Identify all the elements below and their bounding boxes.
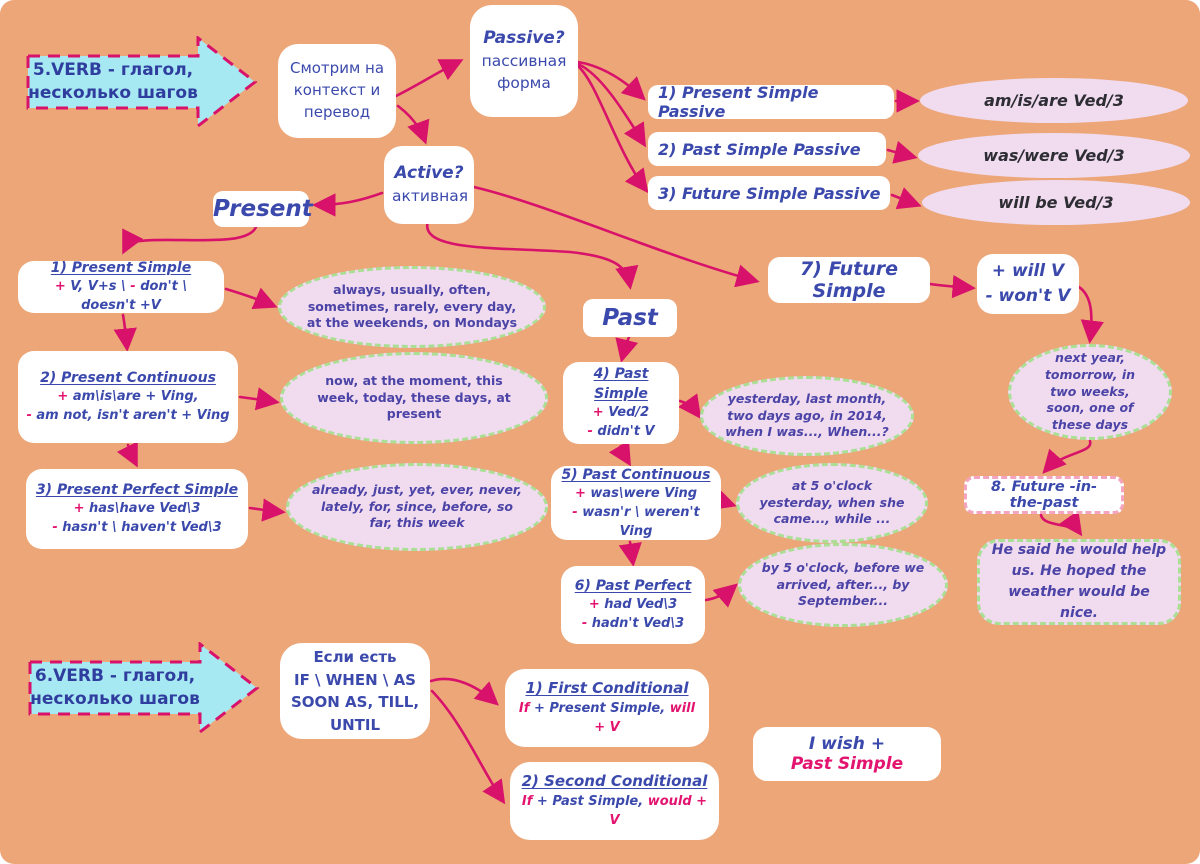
arrow-past-to-past-simple <box>615 335 639 363</box>
arrow-present-simple-to-hint <box>224 287 278 310</box>
arrow-continuous-to-perfect <box>116 441 138 468</box>
passive-subtitle: пассивная форма <box>481 52 567 92</box>
arrow-passive-to-present-passive <box>576 60 646 101</box>
past-continuous-formula-negative: - wasn'r \ weren't Ving <box>572 504 700 539</box>
banner-arrow-shape <box>26 34 258 130</box>
future-in-past-example: He said he would help us. He hoped the w… <box>977 539 1181 625</box>
banner-step6: 6.VERB - глагол, несколько шагов <box>28 640 260 736</box>
future-simple-form-box: + will V - won't V <box>977 254 1079 314</box>
banner-arrow-shape <box>28 640 260 736</box>
present-branch-label: Present <box>213 191 313 227</box>
present-continuous-formula-positive: + am\is\are + Ving, <box>57 389 199 405</box>
future-simple-hint: next year, tomorrow, in two weeks, soon,… <box>1008 344 1172 440</box>
past-branch-label: Past <box>583 299 677 337</box>
arrow-passive-to-future-passive <box>576 64 649 194</box>
arrow-if-to-second-conditional <box>430 689 506 805</box>
past-perfect-formula-negative: - hadn't Ved\3 <box>581 616 685 632</box>
if-trigger-box: Если есть IF \ WHEN \ AS SOON AS, TILL, … <box>280 643 430 739</box>
arrow-will-to-hint <box>1077 285 1104 344</box>
arrow-if-to-first-conditional <box>429 677 499 706</box>
second-conditional-formula: If + Past Simple, would + V <box>521 794 708 828</box>
past-continuous-title: 5) Past Continuous <box>561 466 711 483</box>
past-continuous-hint: at 5 o'clock yesterday, when she came...… <box>736 463 928 543</box>
present-simple-title: 1) Present Simple <box>50 260 192 277</box>
arrow-past-simple-to-hint <box>678 393 702 420</box>
future-simple-formula-positive: + will V <box>991 261 1065 282</box>
passive-title: Passive? <box>483 28 565 49</box>
past-continuous-formula-positive: + was\were Ving <box>574 485 698 501</box>
past-simple-formula-negative: - didn't V <box>587 424 655 440</box>
present-continuous-box: 2) Present Continuous + am\is\are + Ving… <box>18 351 238 443</box>
present-perfect-box: 3) Present Perfect Simple + has\have Ved… <box>26 469 248 549</box>
banner-step6-label: 6.VERB - глагол, несколько шагов <box>30 666 200 709</box>
future-simple-passive-box: 3) Future Simple Passive <box>648 176 890 210</box>
past-perfect-hint: by 5 o'clock, before we arrived, after..… <box>738 543 948 627</box>
arrow-past-continuous-to-perfect <box>618 540 642 567</box>
present-continuous-title: 2) Present Continuous <box>40 370 216 386</box>
active-title: Active? <box>394 163 464 184</box>
arrow-continuous-to-hint <box>238 387 280 411</box>
past-simple-passive-form: was/were Ved/3 <box>918 133 1190 178</box>
past-simple-hint: yesterday, last month, two days ago, in … <box>700 376 914 456</box>
arrow-active-to-present <box>312 191 384 217</box>
arrow-present-to-present-simple <box>122 225 258 255</box>
first-conditional-formula: If + Present Simple, will + V <box>518 701 696 735</box>
past-simple-formula-positive: + Ved/2 <box>592 405 650 421</box>
banner-step5-label: 5.VERB - глагол, несколько шагов <box>28 60 198 103</box>
arrow-future-in-past-to-example <box>1039 510 1083 537</box>
arrow-context-to-passive <box>394 59 464 98</box>
arrow-past-simple-to-continuous <box>608 440 632 467</box>
arrow-perfect-to-hint <box>248 498 286 522</box>
past-simple-box: 4) Past Simple + Ved/2 - didn't V <box>563 362 679 444</box>
arrow-passive-to-past-passive <box>576 62 647 148</box>
arrow-hint-to-future-in-past <box>1042 439 1092 474</box>
present-continuous-formula-negative: - am not, isn't aren't + Ving <box>26 408 230 424</box>
future-simple-passive-form: will be Ved/3 <box>922 180 1190 225</box>
second-conditional-box: 2) Second Conditional If + Past Simple, … <box>510 762 719 840</box>
past-simple-passive-box: 2) Past Simple Passive <box>648 132 886 166</box>
first-conditional-box: 1) First Conditional If + Present Simple… <box>505 669 709 747</box>
banner-step5: 5.VERB - глагол, несколько шагов <box>26 34 258 130</box>
present-perfect-formula-positive: + has\have Ved\3 <box>73 501 201 517</box>
context-box: Смотрим на контекст и перевод <box>278 44 396 138</box>
present-perfect-formula-negative: - hasn't \ haven't Ved\3 <box>52 520 222 536</box>
future-in-past-box: 8. Future -in-the-past <box>964 476 1124 514</box>
present-simple-formula: + V, V+s \ - don't \ doesn't +V <box>54 279 188 314</box>
arrow-past-continuous-to-hint <box>710 487 737 510</box>
past-perfect-formula-positive: + had Ved\3 <box>588 597 678 613</box>
first-conditional-title: 1) First Conditional <box>525 679 689 698</box>
i-wish-box: I wish + Past Simple <box>753 727 941 781</box>
arrow-past-passive-to-form <box>886 140 918 164</box>
present-simple-hint: always, usually, often, sometimes, rarel… <box>278 266 546 348</box>
present-simple-passive-box: 1) Present Simple Passive <box>648 83 894 121</box>
present-perfect-title: 3) Present Perfect Simple <box>35 482 239 498</box>
future-simple-formula-negative: - won't V <box>985 286 1071 306</box>
past-continuous-box: 5) Past Continuous + was\were Ving - was… <box>551 466 721 540</box>
active-question-box: Active? активная <box>384 146 474 224</box>
future-simple-box: 7) Future Simple <box>768 257 930 303</box>
past-perfect-box: 6) Past Perfect + had Ved\3 - hadn't Ved… <box>561 566 705 644</box>
arrow-future-passive-to-form <box>890 187 922 210</box>
active-subtitle: активная <box>392 187 469 206</box>
present-simple-box: 1) Present Simple + V, V+s \ - don't \ d… <box>18 260 224 314</box>
present-perfect-hint: already, just, yet, ever, never, lately,… <box>286 463 548 551</box>
arrow-future-simple-to-form <box>928 274 976 299</box>
present-simple-passive-form: am/is/are Ved/3 <box>920 78 1188 123</box>
second-conditional-title: 2) Second Conditional <box>521 772 708 791</box>
arrow-present-simple-to-continuous <box>113 313 137 352</box>
present-continuous-hint: now, at the moment, this week, today, th… <box>280 352 548 444</box>
arrow-past-perfect-to-hint <box>704 583 738 608</box>
passive-question-box: Passive? пассивная форма <box>470 5 578 117</box>
past-simple-title: 4) Past Simple <box>593 365 649 403</box>
past-perfect-title: 6) Past Perfect <box>574 578 692 594</box>
arrow-context-to-active <box>396 104 430 145</box>
